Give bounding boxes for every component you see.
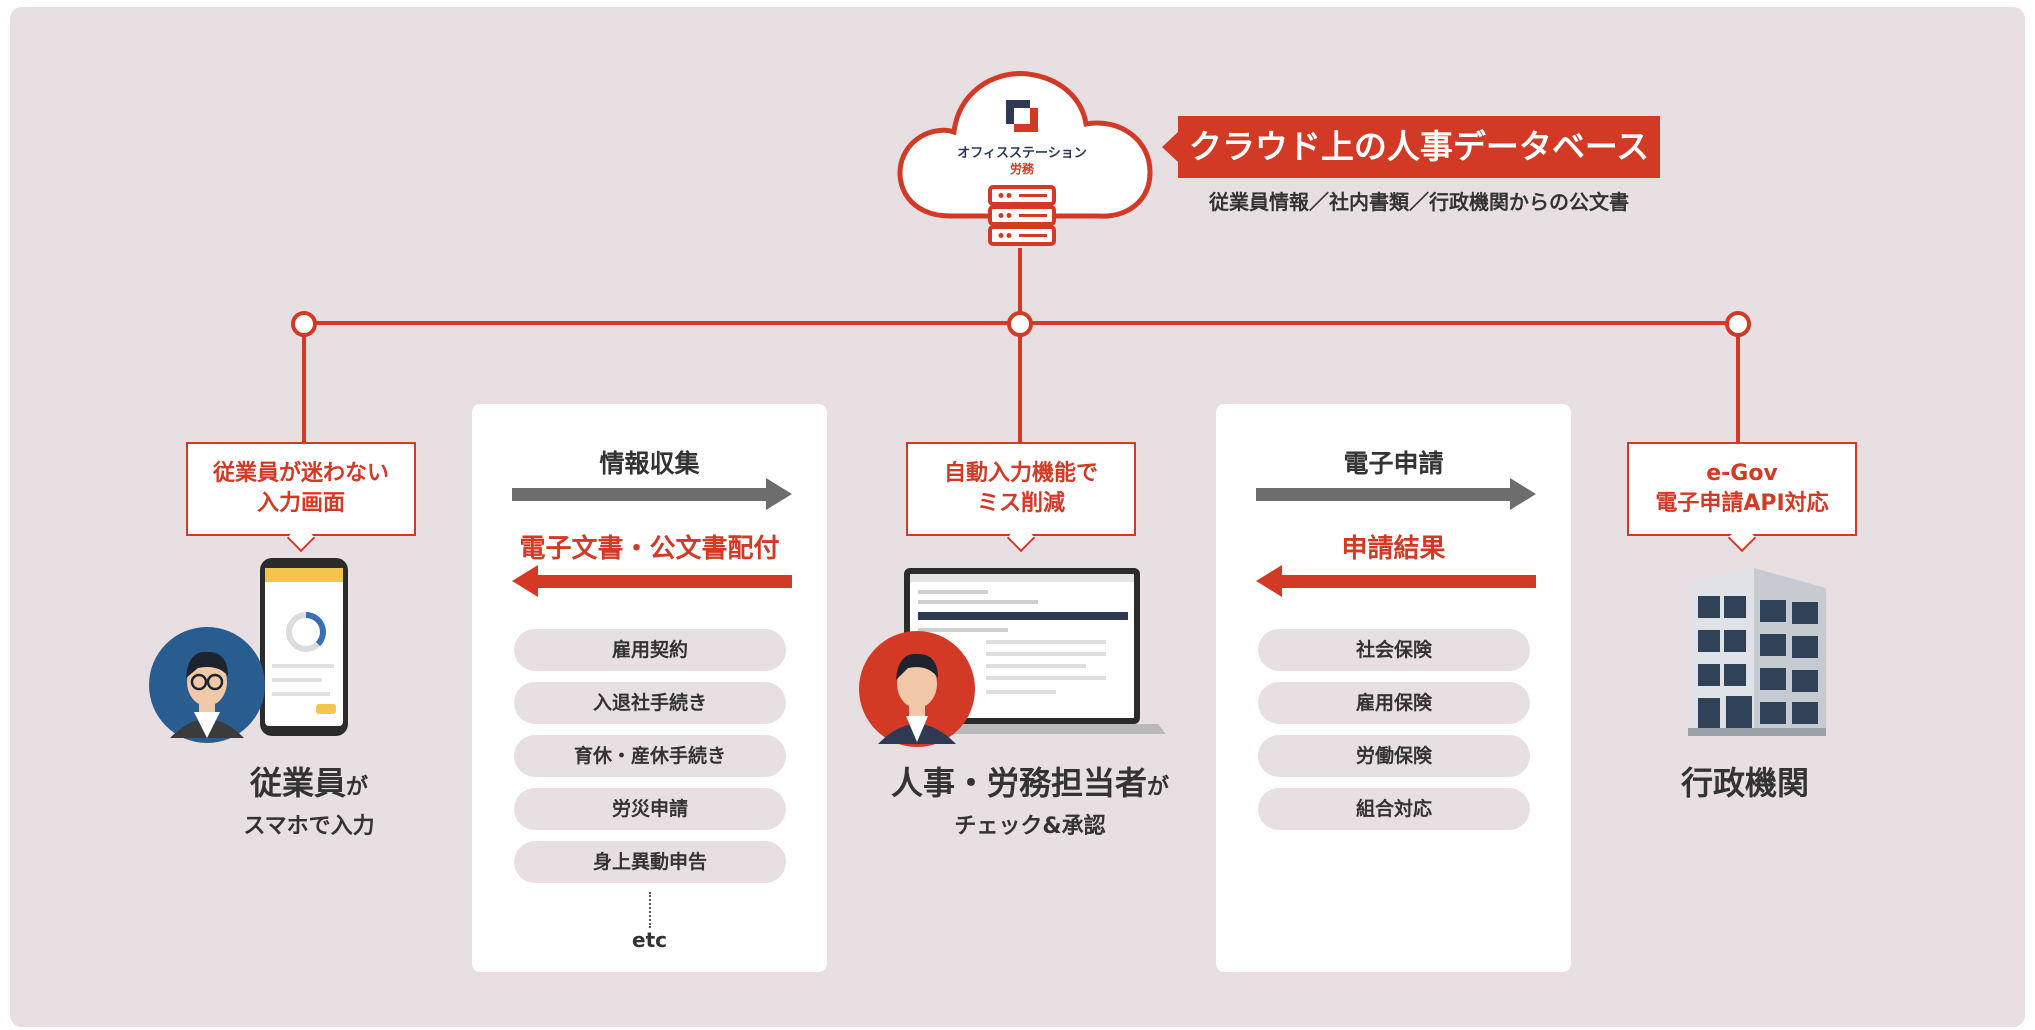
info-collection-panel: 情報収集 電子文書・公文書配付 雇用契約 入退社手続き 育休・産休手続き 労災申… (472, 404, 827, 972)
right-arrow-icon (512, 478, 792, 510)
database-title-text: クラウド上の人事データベース (1188, 127, 1650, 166)
employee-callout: 従業員が迷わない 入力画面 (186, 442, 416, 553)
gov-callout: e-Gov 電子申請API対応 (1627, 442, 1857, 553)
employee-role-particle: が (346, 775, 369, 800)
etc-label: etc (632, 928, 667, 952)
list-item: 社会保険 (1258, 629, 1530, 671)
left-arrow-icon (512, 565, 792, 597)
employee-role-sub: スマホで入力 (243, 814, 375, 839)
document-distribution-title: 電子文書・公文書配付 (519, 534, 780, 564)
list-item: 組合対応 (1258, 788, 1530, 830)
list-item: 労働保険 (1258, 735, 1530, 777)
hr-role-label: 人事・労務担当者が チェック&承認 (870, 758, 1190, 840)
employee-node (291, 311, 317, 337)
info-collection-title: 情報収集 (599, 449, 700, 478)
employee-connector-line (302, 322, 306, 444)
e-application-title: 電子申請 (1343, 449, 1444, 478)
continuation-dots (649, 892, 651, 928)
brand-logo-text: オフィスステーション (957, 146, 1087, 161)
hr-callout-line-2: ミス削減 (976, 491, 1065, 516)
hr-role-main: 人事・労務担当者 (890, 764, 1147, 802)
employee-avatar-icon (149, 627, 265, 743)
brand-logo-icon (1006, 100, 1038, 132)
smartphone-icon (260, 558, 348, 736)
database-title: クラウド上の人事データベース (1162, 116, 1660, 178)
cloud-connector-line (1018, 248, 1022, 323)
cloud-icon (897, 71, 1153, 219)
employee-role-label: 従業員が スマホで入力 (178, 758, 440, 840)
e-application-panel: 電子申請 申請結果 社会保険 雇用保険 労働保険 組合対応 (1216, 404, 1571, 972)
hr-role-sub: チェック&承認 (954, 814, 1106, 839)
gov-node (1725, 311, 1751, 337)
list-item: 育休・産休手続き (514, 735, 786, 777)
hr-node (1007, 311, 1033, 337)
gov-callout-line-2: 電子申請API対応 (1655, 491, 1829, 516)
brand-logo-subtext: 労務 (1009, 162, 1034, 176)
list-item: 労災申請 (514, 788, 786, 830)
hr-connector-line (1018, 322, 1022, 444)
list-item: 雇用契約 (514, 629, 786, 671)
gov-connector-line (1736, 322, 1740, 444)
gov-role-label: 行政機関 (1600, 758, 1890, 804)
application-result-title: 申請結果 (1341, 534, 1446, 564)
hr-callout-line-1: 自動入力機能で (943, 461, 1098, 486)
hr-avatar-icon (859, 631, 975, 747)
list-item: 身上異動申告 (514, 841, 786, 883)
left-arrow-icon (1256, 565, 1536, 597)
employee-callout-line-2: 入力画面 (256, 491, 345, 516)
database-title-pointer (1162, 132, 1178, 162)
list-item: 入退社手続き (514, 682, 786, 724)
right-arrow-icon (1256, 478, 1536, 510)
government-building-icon (1688, 568, 1826, 736)
list-item: 雇用保険 (1258, 682, 1530, 724)
hr-role-particle: が (1147, 775, 1170, 800)
hr-callout: 自動入力機能で ミス削減 (906, 442, 1136, 553)
gov-callout-line-1: e-Gov (1706, 461, 1778, 486)
server-icon (988, 185, 1056, 246)
employee-role-main: 従業員 (249, 764, 346, 802)
database-subtitle: 従業員情報／社内書類／行政機関からの公文書 (1209, 190, 1629, 214)
gov-role-main: 行政機関 (1680, 764, 1809, 802)
employee-callout-line-1: 従業員が迷わない (212, 461, 389, 486)
